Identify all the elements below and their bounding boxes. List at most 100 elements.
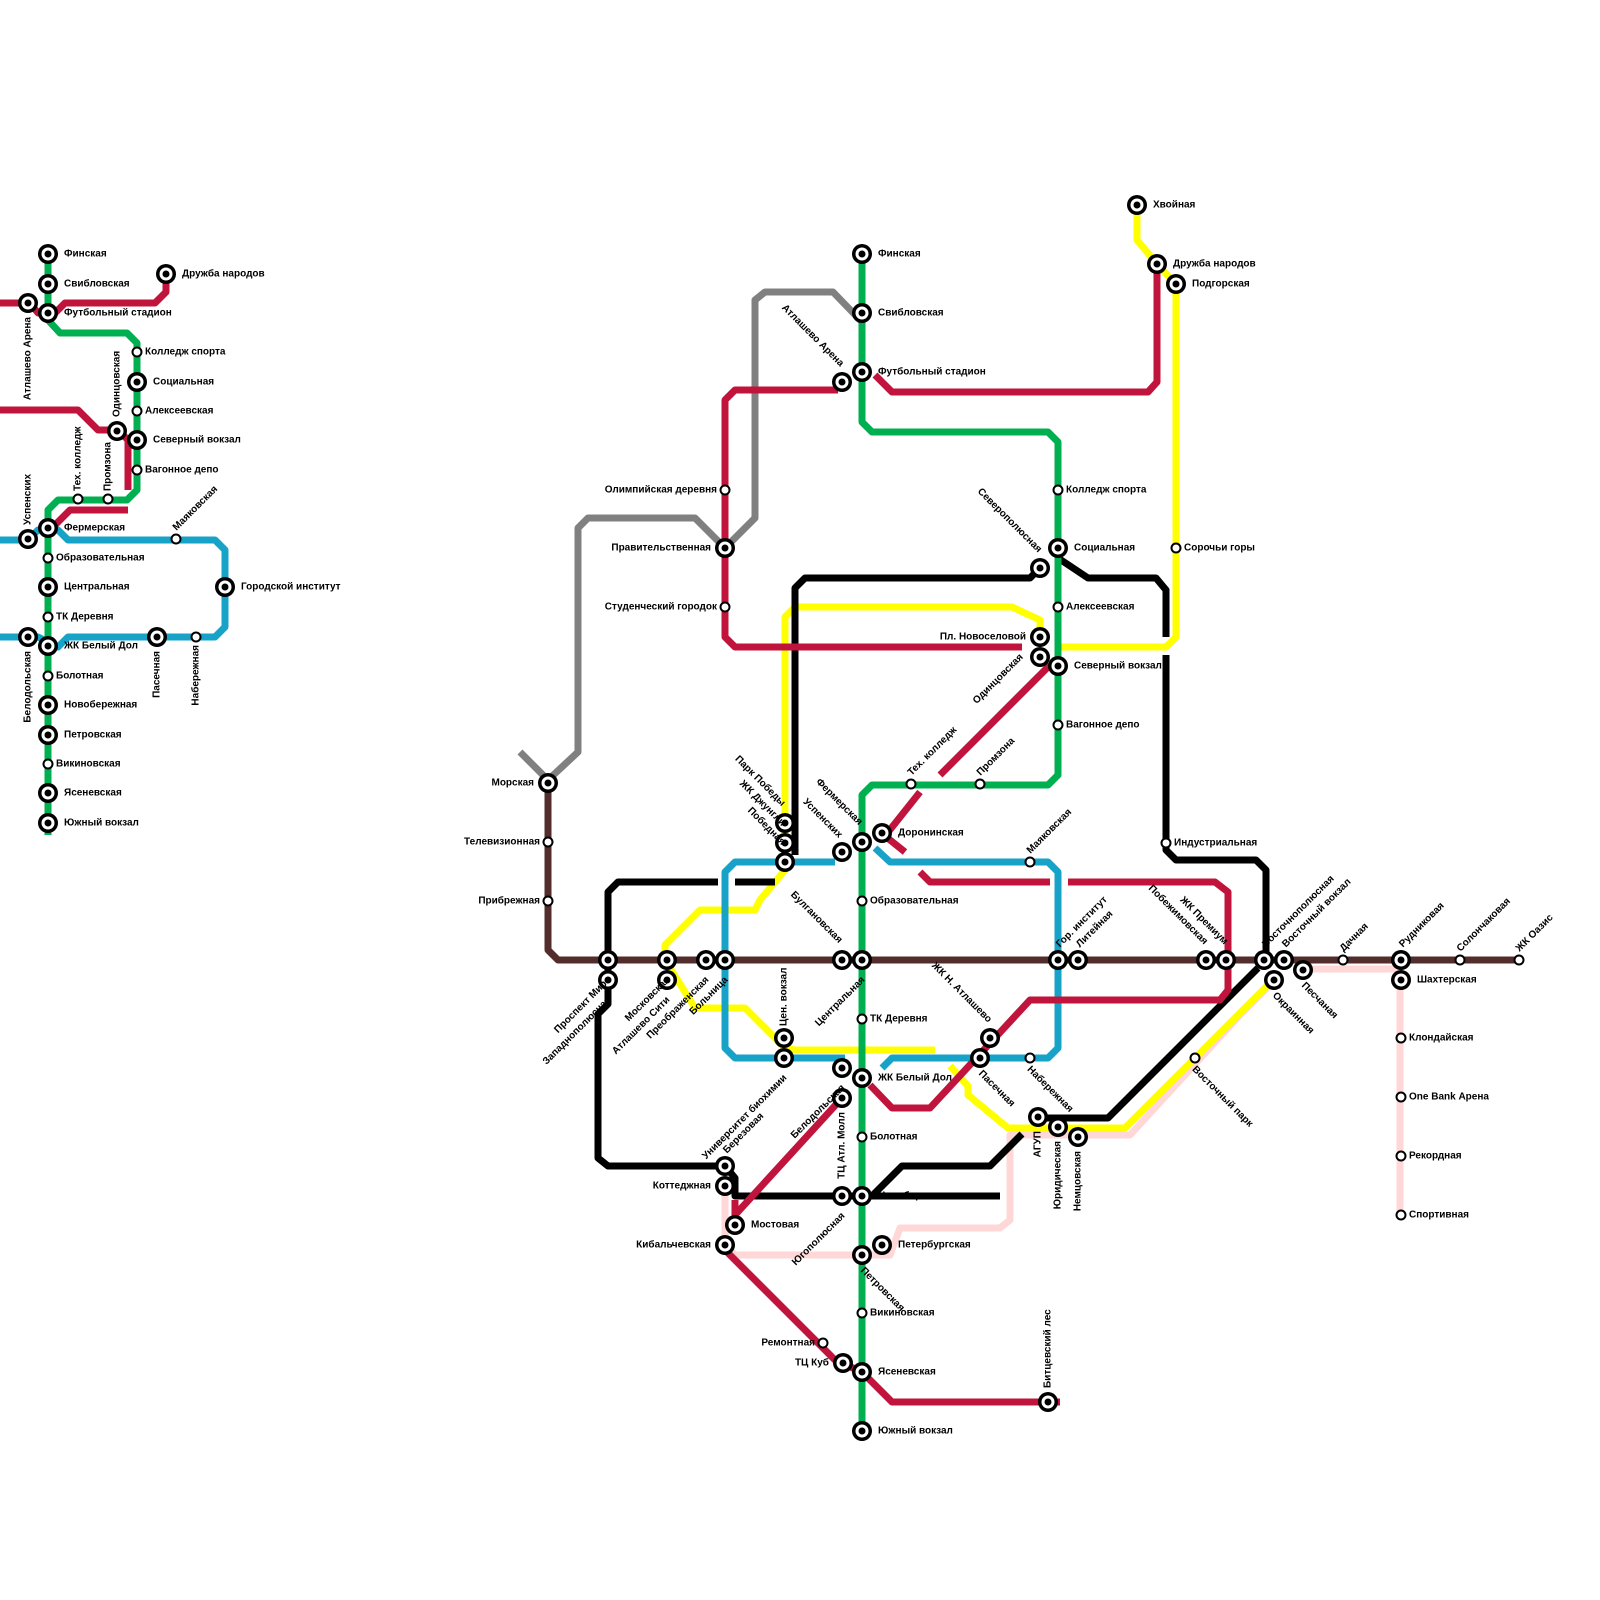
main-station-onebank[interactable]: [1397, 1093, 1406, 1102]
main-station-khvoy[interactable]: [1127, 195, 1147, 215]
main-station-yuzh[interactable]: [852, 1421, 872, 1441]
main-station-finskaya[interactable]: [852, 244, 872, 264]
main-station-boloto[interactable]: [858, 1133, 867, 1142]
small-station-s_finskaya[interactable]: [38, 244, 58, 264]
small-station-s_odintsov[interactable]: [107, 421, 127, 441]
small-station-s_alekseev[interactable]: [133, 407, 142, 416]
main-station-prmira[interactable]: [598, 950, 618, 970]
main-station-berez[interactable]: [715, 1156, 735, 1176]
small-station-s_tech[interactable]: [74, 495, 83, 504]
main-station-yasen[interactable]: [852, 1362, 872, 1382]
main-station-alekseev[interactable]: [1054, 603, 1063, 612]
small-station-s_belodol[interactable]: [18, 627, 38, 647]
small-station-s_mayak[interactable]: [172, 535, 181, 544]
main-station-univbio[interactable]: [774, 1048, 794, 1068]
main-station-obraz[interactable]: [858, 897, 867, 906]
main-station-vostvokz[interactable]: [1274, 950, 1294, 970]
main-station-svibl[interactable]: [852, 303, 872, 323]
main-station-rekord[interactable]: [1397, 1152, 1406, 1161]
main-station-promzona[interactable]: [976, 780, 985, 789]
main-station-gorinst[interactable]: [1048, 950, 1068, 970]
main-station-doronin[interactable]: [872, 823, 892, 843]
main-station-severopol[interactable]: [1030, 558, 1050, 578]
main-station-solonch[interactable]: [1456, 956, 1465, 965]
small-station-s_vagon[interactable]: [133, 466, 142, 475]
main-station-petrov[interactable]: [852, 1245, 872, 1265]
small-station-s_uspensk[interactable]: [18, 529, 38, 549]
main-station-vostpark[interactable]: [1191, 1054, 1200, 1063]
small-station-s_boloto[interactable]: [44, 672, 53, 681]
main-station-nabereg[interactable]: [1026, 1054, 1035, 1063]
main-station-mostov[interactable]: [725, 1215, 745, 1235]
main-station-moskov[interactable]: [657, 950, 677, 970]
main-station-tk[interactable]: [858, 1015, 867, 1024]
small-station-s_promzona[interactable]: [104, 495, 113, 504]
main-station-vostpol[interactable]: [1254, 950, 1274, 970]
small-station-s_yasen[interactable]: [38, 783, 58, 803]
main-station-ugopol[interactable]: [832, 1186, 852, 1206]
main-station-student[interactable]: [721, 603, 730, 612]
main-station-bulgan[interactable]: [832, 950, 852, 970]
main-station-fermer[interactable]: [852, 832, 872, 852]
main-station-nemcov[interactable]: [1068, 1127, 1088, 1147]
main-station-rudnik[interactable]: [1391, 950, 1411, 970]
main-station-college[interactable]: [1054, 486, 1063, 495]
main-station-novober[interactable]: [852, 1186, 872, 1206]
small-station-s_vikin[interactable]: [44, 760, 53, 769]
main-station-tech[interactable]: [907, 780, 916, 789]
main-station-plnovo[interactable]: [1030, 627, 1050, 647]
main-station-agup[interactable]: [1028, 1107, 1048, 1127]
main-station-peterb[interactable]: [872, 1235, 892, 1255]
main-station-klond[interactable]: [1397, 1034, 1406, 1043]
main-station-olymp[interactable]: [721, 486, 730, 495]
main-station-pribr[interactable]: [544, 897, 553, 906]
main-station-druzhba[interactable]: [1147, 254, 1167, 274]
small-station-s_petrov[interactable]: [38, 725, 58, 745]
main-station-pravit[interactable]: [715, 538, 735, 558]
small-station-s_nabereg[interactable]: [192, 633, 201, 642]
main-station-vikin[interactable]: [858, 1309, 867, 1318]
main-station-sport[interactable]: [1397, 1211, 1406, 1220]
small-station-s_tk[interactable]: [44, 613, 53, 622]
main-station-dachn[interactable]: [1339, 956, 1348, 965]
main-station-liteyn[interactable]: [1068, 950, 1088, 970]
small-station-s_pasech[interactable]: [147, 627, 167, 647]
small-station-s_novober[interactable]: [38, 695, 58, 715]
small-station-s_futbol[interactable]: [38, 303, 58, 323]
main-station-bolnica[interactable]: [715, 950, 735, 970]
main-station-pobezhim[interactable]: [1196, 950, 1216, 970]
small-station-s_zhkbd[interactable]: [38, 636, 58, 656]
main-station-industr[interactable]: [1162, 839, 1171, 848]
main-station-sevvokzal[interactable]: [1048, 656, 1068, 676]
small-station-s_svibl[interactable]: [38, 274, 58, 294]
main-station-pasech[interactable]: [970, 1048, 990, 1068]
main-station-kibal[interactable]: [715, 1235, 735, 1255]
main-station-okrain[interactable]: [1264, 970, 1284, 990]
main-station-belodol[interactable]: [832, 1058, 852, 1078]
main-station-futbol[interactable]: [852, 362, 872, 382]
small-station-s_yuzh[interactable]: [38, 813, 58, 833]
main-station-odintsov[interactable]: [1030, 647, 1050, 667]
small-station-s_atlarena[interactable]: [18, 293, 38, 313]
main-station-tckub[interactable]: [833, 1353, 853, 1373]
small-station-s_druzhba[interactable]: [156, 264, 176, 284]
main-station-podgor[interactable]: [1166, 274, 1186, 294]
main-station-pobedn[interactable]: [775, 852, 795, 872]
small-station-s_college[interactable]: [133, 348, 142, 357]
main-station-shakht[interactable]: [1391, 970, 1411, 990]
small-station-s_social[interactable]: [127, 372, 147, 392]
small-station-s_gorinst[interactable]: [215, 577, 235, 597]
small-station-s_fermer[interactable]: [38, 518, 58, 538]
main-station-atlarena[interactable]: [832, 372, 852, 392]
small-station-s_sev_vokzal[interactable]: [127, 430, 147, 450]
small-station-s_central[interactable]: [38, 577, 58, 597]
main-station-kottedzh[interactable]: [715, 1176, 735, 1196]
main-station-social[interactable]: [1048, 538, 1068, 558]
main-station-zhkbd[interactable]: [852, 1068, 872, 1088]
main-station-mayak[interactable]: [1026, 858, 1035, 867]
main-station-yurid[interactable]: [1048, 1117, 1068, 1137]
main-station-zhkprem[interactable]: [1216, 950, 1236, 970]
main-station-preobr[interactable]: [696, 950, 716, 970]
main-station-sorochi[interactable]: [1172, 544, 1181, 553]
main-station-central[interactable]: [852, 950, 872, 970]
